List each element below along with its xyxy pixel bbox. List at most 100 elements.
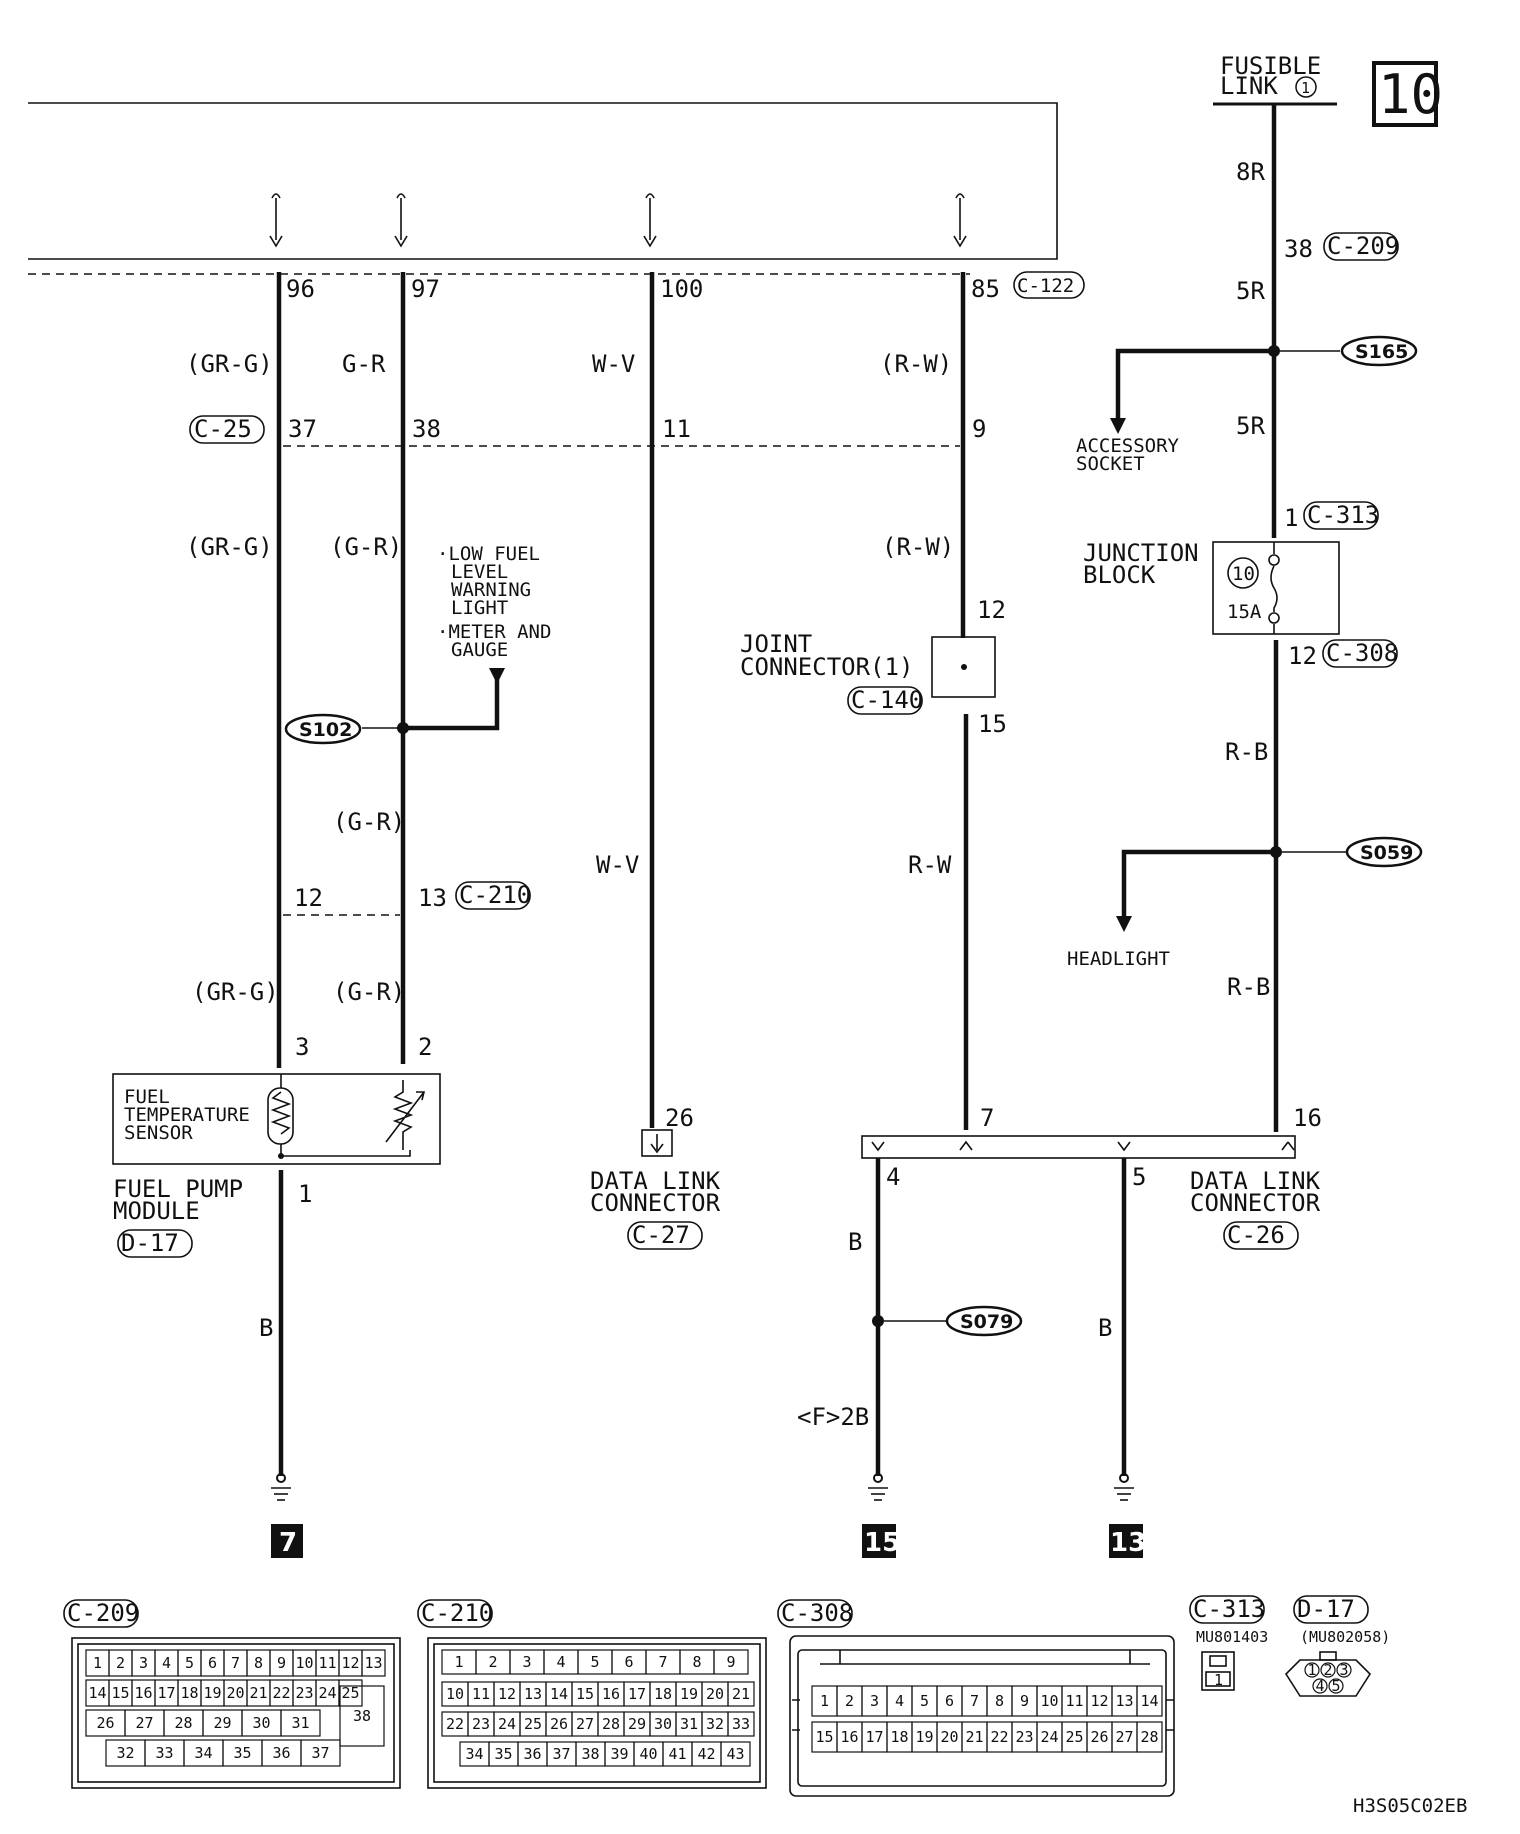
c313-latch [1209, 1655, 1227, 1667]
c210-pin-6: 6 [624, 1653, 633, 1671]
c210-pin-19: 19 [680, 1685, 698, 1703]
c308-latch-detail [792, 1650, 1174, 1731]
c308-pin-2: 2 [845, 1692, 854, 1710]
c210-pin-34: 34 [465, 1745, 483, 1763]
s102-label: S102 [299, 719, 352, 741]
d17-pin-1-circle [1304, 1662, 1320, 1678]
pin-16-dlc26: 16 [1293, 1104, 1322, 1132]
color-85-mid: (R-W) [882, 533, 954, 561]
c210-pin-41: 41 [668, 1745, 686, 1763]
pin-26: 26 [665, 1104, 694, 1132]
c210-label-box [455, 881, 531, 910]
fusible-link-num-circle [1295, 76, 1317, 98]
c209-face-label: C-209 [67, 1599, 139, 1627]
color-97-low: (G-R) [333, 808, 405, 836]
page-number: 10 [1378, 63, 1443, 126]
accessory-label-1: ACCESSORY [1076, 435, 1180, 457]
s059-branch-arrow [1116, 916, 1132, 932]
color-8r: 8R [1236, 158, 1265, 186]
pin-9: 9 [972, 415, 986, 443]
c308-face-label: C-308 [781, 1599, 853, 1627]
color-100-upper: W-V [592, 350, 635, 378]
pin-38: 38 [412, 415, 441, 443]
c210-pin-2: 2 [488, 1653, 497, 1671]
d17-pin-5: 5 [1331, 1677, 1340, 1695]
fuse-number: 10 [1232, 563, 1255, 585]
c308-pin-16: 16 [840, 1728, 858, 1746]
c210-pin-42: 42 [697, 1745, 715, 1763]
c140-label-box [847, 686, 923, 715]
ecu-internal-arrows [269, 193, 967, 248]
fuel-temp-label-3: SENSOR [124, 1122, 193, 1144]
fusible-link-label-1: FUSIBLE [1220, 52, 1321, 80]
c27-label-box [627, 1221, 703, 1250]
d17-face-outline [1284, 1659, 1372, 1697]
c209-pin-11: 11 [318, 1654, 336, 1672]
c122-label-box [1013, 271, 1085, 299]
c209-pin-2: 2 [116, 1654, 125, 1672]
c308-pin-25: 25 [1065, 1728, 1083, 1746]
c210-pin-30: 30 [654, 1715, 672, 1733]
c209-pin-37: 37 [311, 1744, 329, 1762]
c308-pin-11: 11 [1065, 1692, 1083, 1710]
dlc-left-label-2: CONNECTOR [590, 1189, 721, 1217]
c210-pin-3: 3 [522, 1653, 531, 1671]
c209-pin-19: 19 [203, 1684, 221, 1702]
dlc27-terminal-arrow [650, 1134, 664, 1154]
s102-splice-dot [397, 722, 409, 734]
ecu-box [28, 102, 1058, 260]
d17-pin-1: 1 [1307, 1661, 1316, 1679]
c209-pin-38-cell [339, 1685, 385, 1747]
c210-pin-33-cell [727, 1711, 755, 1737]
d17-part-number: (MU802058) [1300, 1628, 1390, 1646]
pin-3-module: 3 [295, 1033, 309, 1061]
ground-13-badge [1109, 1524, 1143, 1558]
c210-pin-16: 16 [602, 1685, 620, 1703]
c313-label: C-313 [1307, 501, 1379, 529]
ground-15-badge [862, 1524, 896, 1558]
c209-pin-30: 30 [252, 1714, 270, 1732]
c210-pin-29: 29 [628, 1715, 646, 1733]
c313-face-label: C-313 [1193, 1595, 1265, 1623]
d17-face-label: D-17 [1297, 1595, 1355, 1623]
c210-pin-36: 36 [523, 1745, 541, 1763]
d17-pin-2-circle [1320, 1662, 1336, 1678]
c209-pin-7: 7 [231, 1654, 240, 1672]
c209-pin-27: 27 [135, 1714, 153, 1732]
c210-pin-23: 23 [472, 1715, 490, 1733]
s102-branch-wire [403, 674, 500, 731]
d17-pin-4: 4 [1315, 1677, 1324, 1695]
c313-pin-1: 1 [1214, 1671, 1223, 1689]
pin-97: 97 [411, 275, 440, 303]
c122-label: C-122 [1017, 275, 1074, 297]
color-gnd-mid: B [848, 1228, 862, 1256]
c210-pin-43-cell [720, 1741, 751, 1767]
c209-pin-33: 33 [155, 1744, 173, 1762]
color-5r-a: 5R [1236, 277, 1265, 305]
c209-pin-26: 26 [96, 1714, 114, 1732]
fuse-number-circle [1227, 557, 1259, 589]
c308-pin-4: 4 [895, 1692, 904, 1710]
color-96-upper: (GR-G) [186, 350, 273, 378]
fuse-terminal-top [1268, 554, 1280, 566]
s165-splice-dot [1268, 345, 1280, 357]
c210-pin-18: 18 [654, 1685, 672, 1703]
ground-mid-symbol [868, 1473, 888, 1501]
c308-face-outline [789, 1635, 1175, 1797]
c210-pin-37: 37 [552, 1745, 570, 1763]
color-rb-b: R-B [1227, 973, 1270, 1001]
low-fuel-label-3: WARNING [451, 579, 531, 601]
module-junction-dot [278, 1153, 284, 1159]
color-gnd-right: B [1098, 1314, 1112, 1342]
c209-pin-18: 18 [180, 1684, 198, 1702]
pin-4-dlc26: 4 [886, 1163, 900, 1191]
ground-13-label: 13 [1110, 1528, 1146, 1558]
s165-branch-wire [1115, 348, 1274, 420]
c308-pin-1: 1 [820, 1692, 829, 1710]
c308-pin-8: 8 [995, 1692, 1004, 1710]
joint-label-1: JOINT [740, 630, 812, 658]
color-96-bottom: (GR-G) [192, 978, 279, 1006]
s059-label: S059 [1360, 842, 1413, 864]
fusible-link-label-2: LINK [1220, 72, 1278, 100]
